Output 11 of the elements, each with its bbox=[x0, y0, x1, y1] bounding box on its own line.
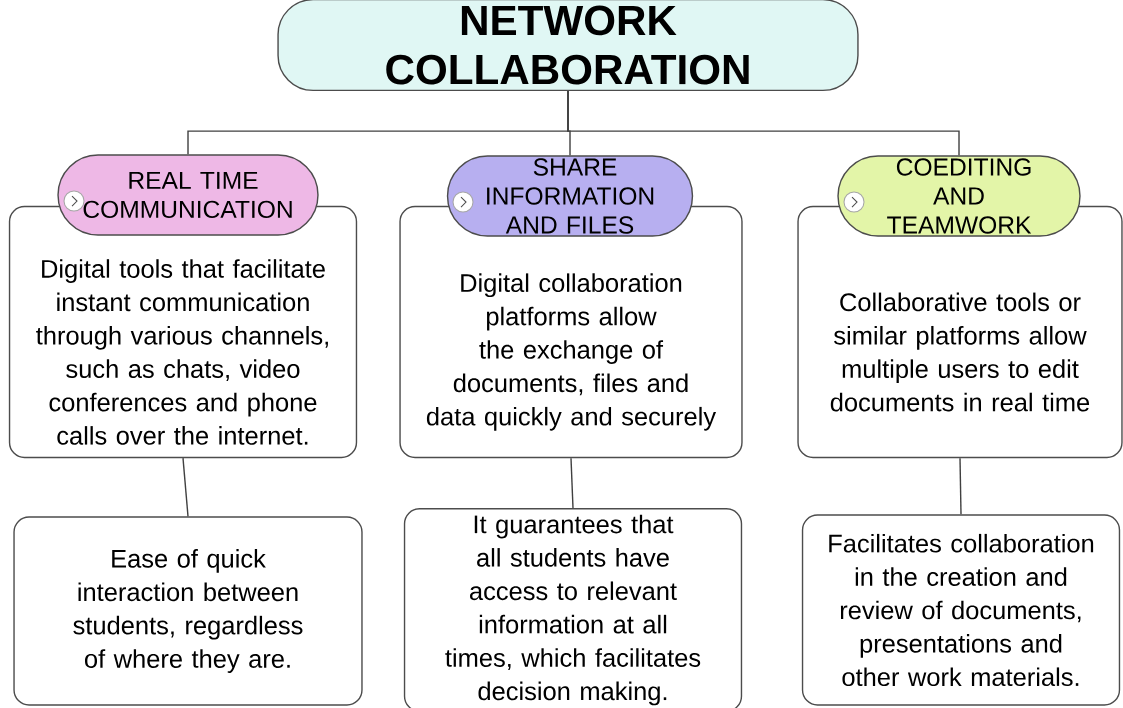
connector-line bbox=[570, 457, 574, 509]
connector-line bbox=[567, 90, 960, 156]
title-box: NETWORK COLLABORATION bbox=[277, 0, 859, 92]
benefit-box: Facilitates collaboration in the creation and review of documents, presentations and other work materials. bbox=[801, 514, 1121, 706]
category-pill: COEDITING AND TEAMWORK bbox=[837, 155, 1081, 237]
connector-line bbox=[959, 457, 962, 516]
category-pill: SHARE INFORMATION AND FILES bbox=[446, 155, 694, 237]
connector-line bbox=[182, 457, 189, 518]
benefit-box: It guarantees that all students have access to relevant information at all times, which facilitates decision making. bbox=[403, 508, 743, 708]
benefit-box: Ease of quick interaction between students, regardless of where they are. bbox=[13, 516, 363, 706]
category-pill: REAL TIME COMMUNICATION bbox=[57, 154, 319, 236]
